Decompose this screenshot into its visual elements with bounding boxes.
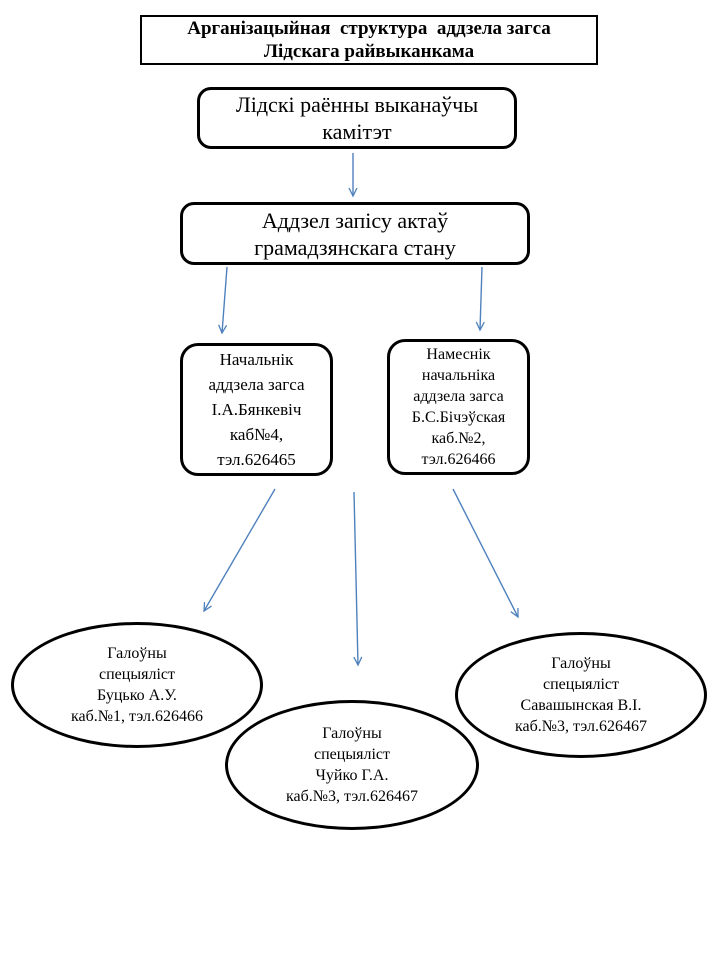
arrow-department-to-head: [218, 266, 228, 335]
arrow-department-to-deputy: [475, 266, 485, 332]
arrow-to-specialist-2: [353, 491, 363, 667]
node-department-label: Аддзел запісу актаў грамадзянскага стану: [254, 207, 456, 260]
node-deputy-label: Намеснік начальніка аддзела загса Б.С.Бі…: [411, 346, 506, 468]
node-specialist-butsko: Галоўны спецыяліст Буцько А.У. каб.№1, т…: [11, 622, 263, 748]
node-head-of-department: Начальнік аддзела загса І.А.Бянкевіч каб…: [180, 343, 333, 476]
diagram-title: Арганізацыйная структура аддзела загса Л…: [187, 18, 551, 62]
arrow-head-to-specialist-1: [203, 488, 276, 613]
node-department: Аддзел запісу актаў грамадзянскага стану: [180, 202, 530, 265]
node-specialist-chuyko: Галоўны спецыяліст Чуйко Г.А. каб.№3, тэ…: [225, 700, 479, 830]
node-committee-label: Лідскі раённы выканаўчы камітэт: [235, 92, 479, 144]
node-specialist-butsko-label: Галоўны спецыяліст Буцько А.У. каб.№1, т…: [71, 645, 203, 725]
node-specialist-savashynskaya-label: Галоўны спецыяліст Савашынская В.І. каб.…: [515, 655, 647, 735]
arrow-deputy-to-specialist-3: [452, 488, 519, 619]
diagram-title-box: Арганізацыйная структура аддзела загса Л…: [140, 15, 598, 65]
node-specialist-chuyko-label: Галоўны спецыяліст Чуйко Г.А. каб.№3, тэ…: [286, 725, 418, 805]
node-head-label: Начальнік аддзела загса І.А.Бянкевіч каб…: [208, 350, 305, 469]
node-deputy-head: Намеснік начальніка аддзела загса Б.С.Бі…: [387, 339, 530, 475]
node-specialist-savashynskaya: Галоўны спецыяліст Савашынская В.І. каб.…: [455, 632, 707, 758]
node-committee: Лідскі раённы выканаўчы камітэт: [197, 87, 517, 149]
